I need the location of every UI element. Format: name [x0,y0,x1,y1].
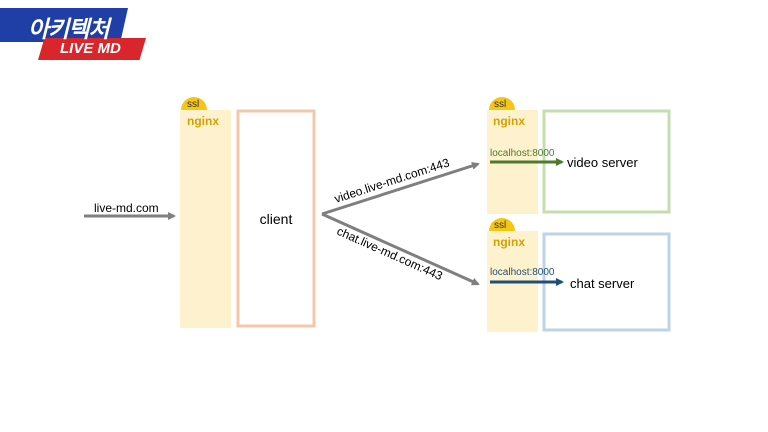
badge-blue-banner [0,8,128,42]
front-nginx-label: nginx [187,114,219,128]
video-proxy-label: localhost:8000 [490,148,555,159]
video-route-label: video.live-md.com:443 [333,155,452,206]
chat-nginx-label: nginx [493,235,525,249]
chat-ssl-badge [489,218,515,231]
chat-route-label: chat.live-md.com:443 [335,224,445,283]
front-ssl-badge [181,97,207,110]
client-label: client [260,211,293,227]
video-ssl-label: ssl [494,99,506,110]
title-badge: 아키텍처 LIVE MD [0,0,150,68]
video-route-arrow [321,162,480,216]
video-server-label: video server [567,155,638,170]
badge-title: 아키텍처 [28,17,110,43]
chat-route-arrow [321,212,480,286]
front-nginx-column [180,110,231,328]
front-ssl-label: ssl [187,99,199,110]
badge-subtitle: LIVE MD [60,40,121,57]
chat-proxy-label: localhost:8000 [490,267,555,278]
video-ssl-badge [489,97,515,110]
entry-domain-label: live-md.com [94,201,159,215]
front-nginx-box: ssl nginx [180,97,231,328]
client-box [236,109,316,328]
video-nginx-label: nginx [493,114,525,128]
chat-ssl-label: ssl [494,220,506,231]
badge-red-banner [38,38,146,60]
chat-server-label: chat server [570,276,635,291]
